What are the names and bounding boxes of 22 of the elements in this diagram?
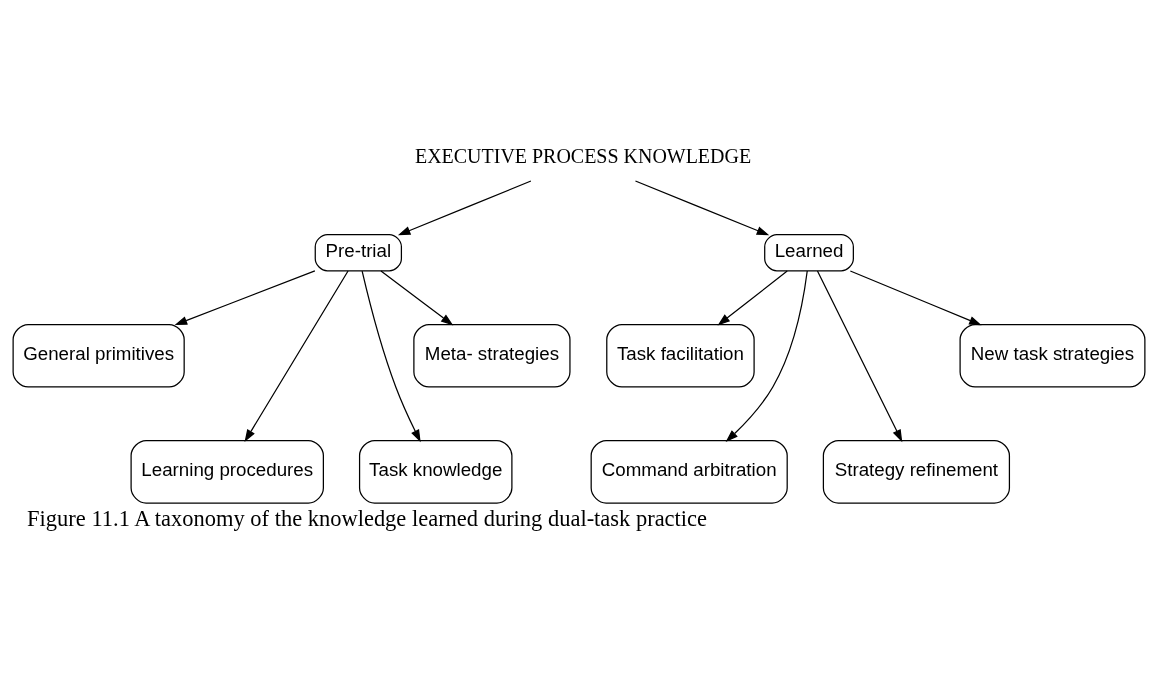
node-text: EXECUTIVE PROCESS KNOWLEDGE [415,145,752,168]
node-box: New task strategies [959,323,1146,388]
node-box: Learned [764,234,854,272]
node-box: Command arbitration [590,440,788,504]
arrow [717,270,788,326]
arrow [174,270,316,326]
arrow [361,270,421,443]
arrow [725,270,808,442]
node-box: Meta- strategies [413,323,571,388]
arrow [397,180,532,236]
node-box: Strategy refinement [822,440,1011,504]
node-box: Task facilitation [606,323,755,388]
node-box: Pre-trial [314,234,403,272]
node-box: Learning procedures [130,440,324,504]
node-box: General primitives [12,323,185,388]
arrow [380,270,454,326]
caption: Figure 11.1 A taxonomy of the knowledge learned during dual-task practice [27,506,708,532]
arrow [634,180,770,236]
arrow [244,270,349,443]
arrow [816,270,903,443]
arrow [849,270,982,326]
node-box: Task knowledge [358,440,513,504]
